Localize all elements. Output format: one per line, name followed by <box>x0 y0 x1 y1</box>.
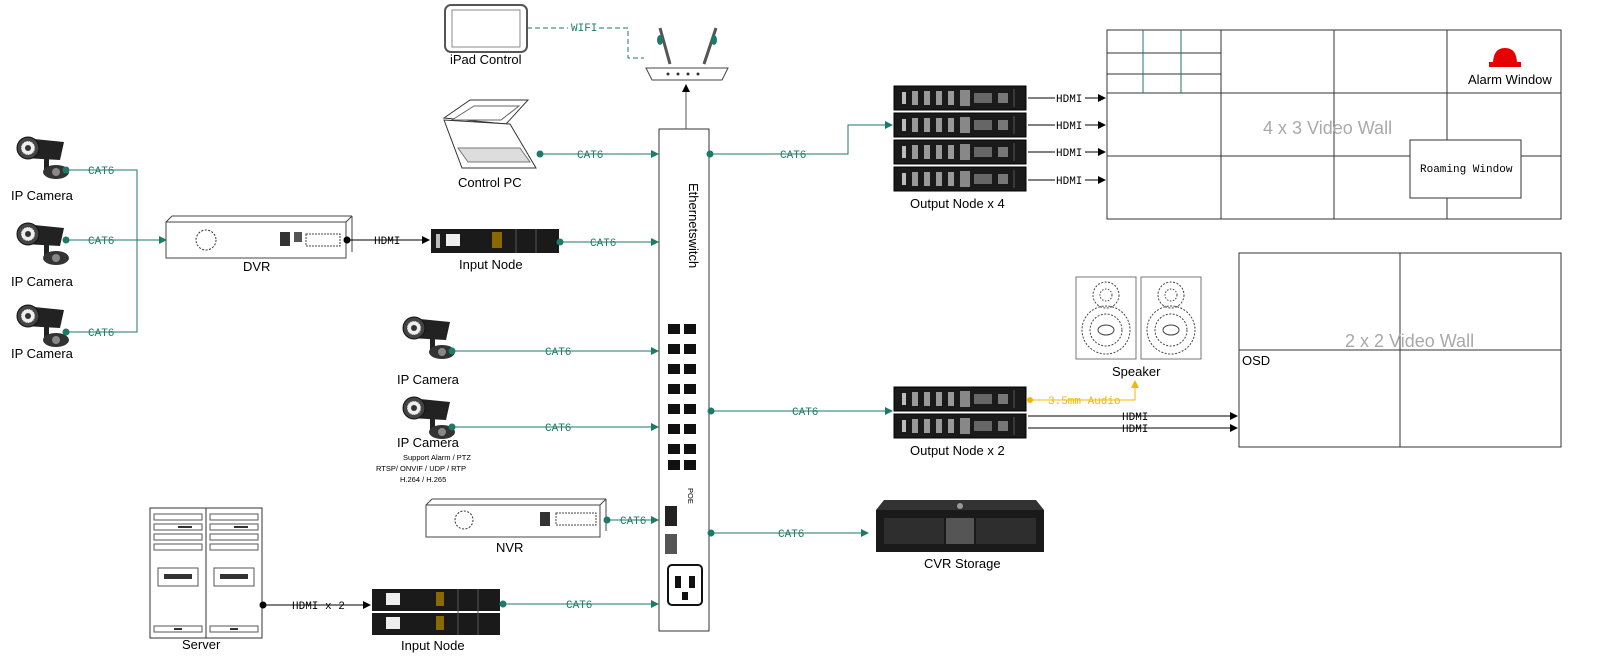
wifi-router <box>645 27 729 81</box>
poe-ports <box>668 324 696 470</box>
sfp-port <box>665 534 677 554</box>
ip-camera-label: IP Camera <box>11 274 74 289</box>
nvr-label: NVR <box>496 540 523 555</box>
cable-label: HDMI <box>1056 148 1082 160</box>
ip-camera-label: IP Camera <box>397 372 460 387</box>
wifi-label: WIFI <box>571 23 597 35</box>
cvr-label: CVR Storage <box>924 556 1001 571</box>
poe-label: POE <box>686 488 695 504</box>
alarm-window-label: Alarm Window <box>1468 72 1552 87</box>
cable-label: HDMI <box>1122 412 1148 424</box>
camera-note: Support Alarm / PTZ <box>403 453 471 462</box>
wall-4x3-title: 4 x 3 Video Wall <box>1263 118 1392 138</box>
server-label: Server <box>182 637 221 652</box>
input-node: Input Node <box>431 229 559 272</box>
cable-label: CAT6 <box>566 600 592 612</box>
input-node-label: Input Node <box>459 257 523 272</box>
output-node-stack: Output Node x 4 <box>893 85 1027 211</box>
cable-label: CAT6 <box>780 150 806 162</box>
ip-camera: IP Camera <box>11 136 74 203</box>
video-wall-4x3: 4 x 3 Video Wall Alarm Window Roaming Wi… <box>1106 29 1562 220</box>
output-node-pair: Output Node x 2 <box>893 386 1027 458</box>
ipad-label: iPad Control <box>450 52 522 67</box>
audio-cable-label: 3.5mm Audio <box>1048 396 1121 408</box>
roaming-window-label: Roaming Window <box>1420 164 1513 176</box>
control-pc: Control PC <box>442 99 537 190</box>
switch-label: Ethernetswitch <box>686 183 701 268</box>
server: Server <box>149 507 263 652</box>
camera-note: RTSP/ ONVIF / UDP / RTP <box>376 464 466 473</box>
dvr: DVR <box>165 215 353 274</box>
ip-camera: IP Camera Support Alarm / PTZ RTSP/ ONVI… <box>376 396 471 484</box>
output-node-label: Output Node x 2 <box>910 443 1005 458</box>
cable-label: HDMI x 2 <box>292 601 345 613</box>
speaker-label: Speaker <box>1112 364 1161 379</box>
input-node-label: Input Node <box>401 638 465 653</box>
input-node: Input Node <box>372 589 500 653</box>
cable-label: HDMI <box>374 236 400 248</box>
cable-label: CAT6 <box>778 529 804 541</box>
control-pc-label: Control PC <box>458 175 522 190</box>
ip-camera: IP Camera <box>397 316 460 387</box>
cable-label: CAT6 <box>545 347 571 359</box>
roaming-window: Roaming Window <box>1409 139 1522 199</box>
cable-label: CAT6 <box>590 238 616 250</box>
dvr-label: DVR <box>243 259 270 274</box>
ip-camera: IP Camera <box>11 222 74 289</box>
cable-label: HDMI <box>1122 424 1148 436</box>
wall-2x2-title: 2 x 2 Video Wall <box>1345 331 1474 351</box>
cvr-storage: CVR Storage <box>876 500 1044 571</box>
video-wall-2x2: 2 x 2 Video Wall OSD <box>1238 252 1562 448</box>
ip-camera: IP Camera <box>11 304 74 361</box>
sfp-port <box>665 506 677 526</box>
output-node-label: Output Node x 4 <box>910 196 1005 211</box>
ip-camera-label: IP Camera <box>11 346 74 361</box>
cable-label: CAT6 <box>545 423 571 435</box>
cable-label: HDMI <box>1056 176 1082 188</box>
cable-label: CAT6 <box>620 516 646 528</box>
cable-label: CAT6 <box>792 407 818 419</box>
ipad: iPad Control <box>444 4 528 67</box>
ip-camera-label: IP Camera <box>397 435 460 450</box>
cable-label: CAT6 <box>88 328 114 340</box>
alarm-window: Alarm Window <box>1468 48 1552 87</box>
speaker: Speaker <box>1075 276 1202 379</box>
cable-label: CAT6 <box>88 166 114 178</box>
power-socket <box>667 564 703 606</box>
camera-note: H.264 / H.265 <box>400 475 446 484</box>
cable-label: CAT6 <box>577 150 603 162</box>
cable-label: HDMI <box>1056 94 1082 106</box>
cable-label: HDMI <box>1056 121 1082 133</box>
nvr: NVR <box>425 498 607 555</box>
ip-camera-label: IP Camera <box>11 188 74 203</box>
ethernet-switch: Ethernetswitch POE <box>658 128 710 632</box>
cable-label: CAT6 <box>88 236 114 248</box>
osd-label: OSD <box>1242 353 1270 368</box>
